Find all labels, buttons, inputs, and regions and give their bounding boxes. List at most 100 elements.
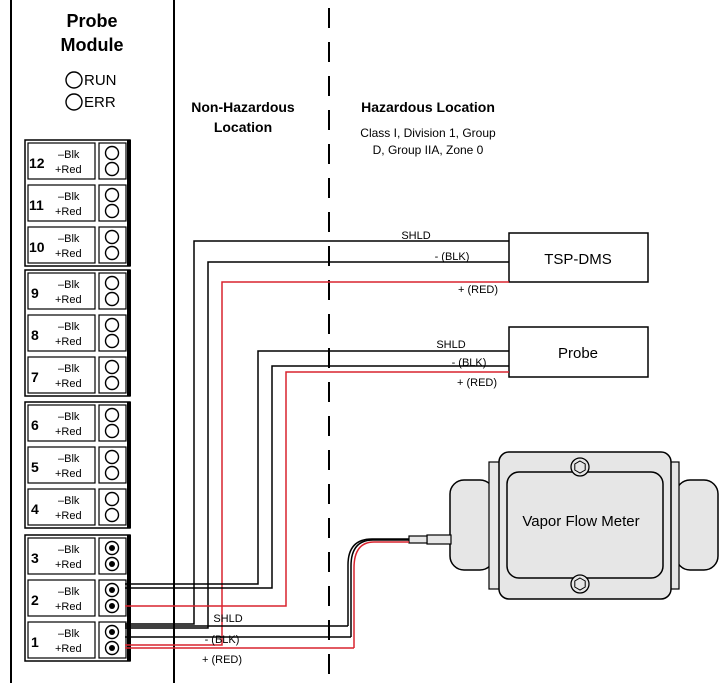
terminal-red-label: +Red (55, 559, 82, 571)
terminal-blk-label: –Blk (58, 495, 80, 507)
tsp-dms-box (508, 232, 649, 283)
terminal-red-label: +Red (55, 248, 82, 260)
terminal-screw-icon (104, 491, 120, 507)
terminal-screw-icon (104, 145, 120, 161)
terminal-screw-icon (104, 187, 120, 203)
terminal-rail (127, 270, 131, 396)
terminal-number: 3 (31, 550, 39, 566)
terminal-label-cell (27, 272, 96, 310)
wire-2-shld (125, 350, 509, 585)
terminal-red-label: +Red (55, 164, 82, 176)
terminal-block: 12–Blk+Red11–Blk+Red10–Blk+Red9–Blk+Red8… (24, 139, 131, 662)
terminal-red-label: +Red (55, 336, 82, 348)
terminal-rail (127, 140, 131, 266)
terminal-screw-icon (104, 245, 120, 261)
wire-2-red (125, 371, 509, 607)
terminal-label-cell (27, 537, 96, 575)
terminal-label-cell (27, 184, 96, 222)
meter-red-label: + (RED) (202, 654, 242, 666)
terminal-screw-dot (109, 645, 115, 651)
probe-label: Probe (558, 345, 598, 362)
module-title-line1: Probe (66, 11, 117, 31)
vapor-flow-meter-icon (408, 451, 719, 600)
terminal-red-label: +Red (55, 426, 82, 438)
probe-blk-label: - (BLK) (452, 357, 487, 369)
terminal-rail (127, 535, 131, 661)
terminal-screw-icon (104, 317, 120, 333)
terminal-screw-icon (104, 333, 120, 349)
terminal-number: 2 (31, 592, 39, 608)
terminal-screw-icon (104, 507, 120, 523)
terminal-screw-dot (109, 603, 115, 609)
terminal-red-label: +Red (55, 378, 82, 390)
terminal-screw-icon (104, 275, 120, 291)
probe-red-label: + (RED) (457, 377, 497, 389)
terminal-screw-icon (104, 291, 120, 307)
hazardous-desc-line1: Class I, Division 1, Group (360, 126, 496, 140)
terminal-screw-icon (104, 407, 120, 423)
wire-3-red (125, 281, 509, 646)
wire-2-blk (125, 365, 509, 589)
terminal-screw-icon (104, 375, 120, 391)
probe-box (508, 326, 649, 378)
terminal-label-cell (27, 314, 96, 352)
terminal-label-cell (27, 356, 96, 394)
terminal-screw-icon (104, 465, 120, 481)
terminal-screw-dot (109, 561, 115, 567)
terminal-screw-icon (104, 229, 120, 245)
module-title-line2: Module (61, 35, 124, 55)
tsp-red-label: + (RED) (458, 284, 498, 296)
terminal-blk-label: –Blk (58, 453, 80, 465)
terminal-red-label: +Red (55, 294, 82, 306)
terminal-label-cell (27, 446, 96, 484)
terminal-screw-dot (109, 629, 115, 635)
terminal-number: 11 (29, 197, 44, 213)
terminal-screw-dot (109, 587, 115, 593)
terminal-number: 1 (31, 634, 39, 650)
terminal-blk-label: –Blk (58, 279, 80, 291)
terminal-blk-label: –Blk (58, 586, 80, 598)
meter-shld-label: SHLD (213, 613, 242, 625)
terminal-red-label: +Red (55, 601, 82, 613)
terminal-blk-label: –Blk (58, 628, 80, 640)
err-led-icon (65, 93, 83, 111)
non-hazardous-label-line1: Non-Hazardous (191, 99, 295, 115)
terminal-number: 7 (31, 369, 39, 385)
terminal-label-cell (27, 621, 96, 659)
err-led-label: ERR (84, 94, 116, 111)
terminal-screw-icon (104, 423, 120, 439)
terminal-label-cell (27, 226, 96, 264)
terminal-number: 9 (31, 285, 39, 301)
run-led-icon (65, 71, 83, 89)
terminal-number: 12 (29, 155, 45, 171)
terminal-number: 10 (29, 239, 45, 255)
terminal-screw-icon (104, 161, 120, 177)
terminal-blk-label: –Blk (58, 411, 80, 423)
terminal-blk-label: –Blk (58, 149, 80, 161)
terminal-blk-label: –Blk (58, 233, 80, 245)
terminal-screw-dot (109, 545, 115, 551)
terminal-label-cell (27, 404, 96, 442)
hazardous-label: Hazardous Location (361, 99, 495, 115)
terminal-red-label: +Red (55, 510, 82, 522)
tsp-dms-label: TSP-DMS (544, 251, 612, 268)
probe-shld-label: SHLD (436, 339, 465, 351)
meter-cable-blk (350, 539, 409, 637)
wire-3-blk (125, 261, 509, 629)
non-hazardous-label-line2: Location (214, 119, 272, 135)
terminal-rail (127, 402, 131, 528)
terminal-red-label: +Red (55, 468, 82, 480)
terminal-blk-label: –Blk (58, 321, 80, 333)
terminal-red-label: +Red (55, 643, 82, 655)
terminal-label-cell (27, 142, 96, 180)
vapor-flow-meter-label: Vapor Flow Meter (522, 513, 639, 530)
terminal-screw-icon (104, 359, 120, 375)
hazardous-desc-line2: D, Group IIA, Zone 0 (373, 143, 484, 157)
terminal-number: 4 (31, 501, 39, 517)
terminal-screw-icon (104, 203, 120, 219)
terminal-number: 6 (31, 417, 39, 433)
terminal-number: 8 (31, 327, 39, 343)
terminal-blk-label: –Blk (58, 544, 80, 556)
terminal-screw-icon (104, 449, 120, 465)
